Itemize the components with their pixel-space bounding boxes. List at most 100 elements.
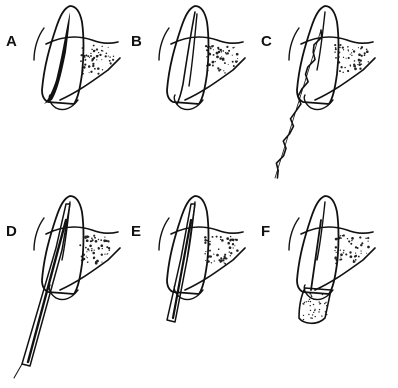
crown-dot (313, 312, 314, 313)
stipple-dot (94, 249, 95, 250)
stipple-dot (216, 56, 219, 59)
bone-line-lower (315, 58, 375, 100)
crown-dot (313, 299, 314, 300)
stipple-dot (204, 236, 207, 239)
stipple-dot (233, 65, 235, 67)
stipple-dot (90, 240, 92, 242)
stipple-dot (99, 54, 101, 56)
stipple-dot (96, 48, 98, 50)
stipple-dot (342, 46, 344, 48)
stipple-dot (358, 60, 359, 61)
stipple-dot (221, 239, 224, 242)
stipple-dot (223, 70, 224, 71)
stipple-dot (96, 260, 99, 263)
stipple-dot (360, 48, 362, 50)
stipple-dot (222, 50, 224, 52)
stipple-dot (215, 61, 216, 62)
stipple-dot (213, 54, 215, 56)
stipple-dot (109, 56, 110, 57)
stipple-dot (102, 69, 103, 70)
stipple-dot (237, 58, 238, 59)
stipple-dot (348, 240, 350, 242)
stipple-dot (355, 259, 357, 261)
stipple-dot (334, 44, 336, 46)
stipple-dot (339, 47, 341, 49)
stipple-dot (92, 65, 94, 67)
stipple-dot (80, 54, 82, 56)
stipple-dot (357, 64, 358, 65)
stipple-dot (206, 49, 208, 51)
stipple-dot (227, 52, 229, 54)
stipple-dot (340, 250, 341, 251)
instrument-core (28, 220, 66, 362)
stipple-dot (205, 251, 206, 252)
stipple-dot (359, 236, 361, 238)
stipple-dot (209, 241, 210, 242)
panel-d: D (6, 196, 120, 378)
stipple-dot (366, 49, 368, 51)
crown-dot (307, 295, 308, 296)
stipple-dot (103, 239, 106, 242)
stipple-dot (224, 254, 226, 256)
stipple-dot (93, 258, 95, 260)
crown-dot (310, 301, 311, 302)
crown-dot (311, 295, 312, 296)
stipple-dot (95, 240, 98, 243)
panel-label: A (6, 33, 17, 50)
crown-dot (326, 314, 327, 315)
stipple-dot (223, 257, 226, 260)
stipple-dot (214, 260, 215, 261)
stipple-dot (360, 250, 361, 251)
stipple-dot (213, 61, 215, 63)
stipple-dot (355, 255, 357, 257)
stipple-dot (335, 238, 338, 241)
stipple-dot (105, 52, 107, 54)
crown-dot (310, 305, 311, 306)
stipple-dot (100, 244, 103, 247)
stipple-dot (94, 237, 96, 239)
stipple-dot (113, 56, 114, 57)
stipple-dot (107, 240, 109, 242)
stipple-dot (85, 237, 87, 239)
stipple-dot (218, 51, 220, 53)
stipple-dot (368, 241, 369, 242)
stipple-dot (94, 50, 95, 51)
stipple-dot (351, 237, 354, 240)
crown-dot (319, 301, 320, 302)
stipple-dot (343, 250, 345, 252)
tooth-outline (297, 6, 339, 104)
stipple-dot (96, 55, 99, 58)
stipple-dot (93, 235, 95, 237)
stipple-dot (236, 53, 239, 56)
stipple-dot (84, 57, 85, 58)
stipple-dot (232, 47, 234, 49)
stipple-dot (334, 250, 335, 251)
crown-dot (326, 305, 327, 306)
stipple-dot (89, 57, 90, 58)
stipple-dot (230, 236, 231, 237)
stipple-dot (228, 64, 229, 65)
stipple-dot (105, 55, 107, 57)
stipple-dot (109, 249, 111, 251)
stipple-dot (212, 236, 214, 238)
stipple-dot (221, 51, 222, 52)
stipple-dot (361, 253, 362, 254)
crown-dot (315, 316, 316, 317)
stipple-dot (104, 253, 105, 254)
crown-dot (310, 317, 311, 318)
stipple-dot (347, 46, 349, 48)
gum-line-upper (171, 37, 243, 44)
crown-dot (325, 302, 326, 303)
panel-label: B (131, 33, 142, 50)
stipple-dot (229, 246, 232, 249)
bone-stipple (334, 234, 369, 264)
crown-dot (303, 315, 304, 316)
stipple-dot (206, 56, 207, 57)
stipple-dot (210, 255, 212, 257)
tooth-outline (167, 196, 209, 294)
stipple-dot (365, 237, 367, 239)
crown-dot (313, 304, 314, 305)
crown-dot (322, 294, 323, 295)
stipple-dot (237, 60, 238, 61)
stipple-dot (212, 64, 214, 66)
